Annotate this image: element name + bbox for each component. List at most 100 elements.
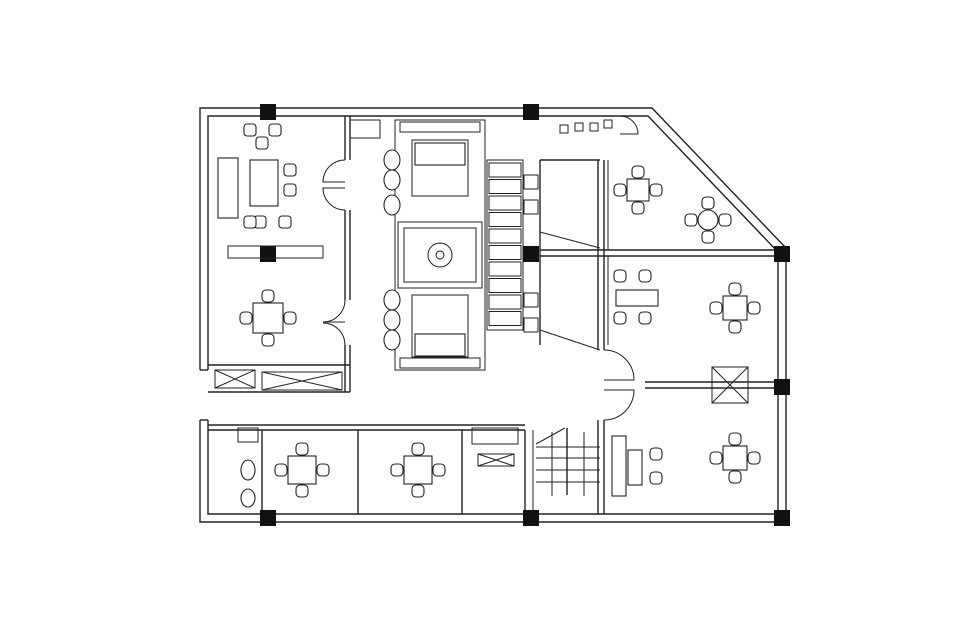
table	[697, 209, 719, 231]
coffee-table	[249, 159, 279, 207]
chair	[316, 463, 330, 477]
chair	[390, 463, 404, 477]
table	[403, 455, 433, 485]
structural-column	[774, 379, 790, 395]
chair	[728, 470, 742, 484]
chair	[432, 463, 446, 477]
chair	[261, 289, 275, 303]
armchair	[278, 215, 292, 229]
shelf	[488, 195, 522, 211]
armchair	[283, 183, 297, 197]
cabinet	[523, 292, 539, 308]
desk-return	[627, 449, 643, 486]
chair	[649, 183, 663, 197]
cabinet	[523, 199, 539, 215]
reception-desk	[611, 435, 627, 497]
bar-stool	[383, 194, 401, 216]
toilet	[240, 488, 256, 508]
shelf	[488, 311, 522, 326]
washbasin	[349, 119, 381, 139]
chair	[295, 484, 309, 498]
bar-stool	[383, 309, 401, 331]
shelf	[488, 212, 522, 227]
chair	[283, 311, 297, 325]
dining-table-set	[390, 442, 446, 498]
dining-table-set	[709, 432, 761, 484]
staircase	[532, 427, 600, 514]
shelf	[488, 162, 522, 178]
table	[626, 178, 650, 202]
chair	[295, 442, 309, 456]
structural-column	[260, 104, 276, 120]
display-item	[574, 122, 584, 132]
table	[252, 302, 284, 334]
chair	[613, 311, 627, 325]
armchair	[243, 215, 257, 229]
dining-table-set	[239, 289, 297, 347]
chair	[649, 447, 663, 461]
dining-table-set	[613, 165, 663, 215]
chair	[239, 311, 253, 325]
display-item	[589, 122, 599, 132]
chair	[613, 269, 627, 283]
sofa	[217, 157, 239, 219]
chair	[728, 282, 742, 296]
armchair	[255, 136, 269, 150]
shelf	[488, 245, 522, 260]
chair	[631, 165, 645, 179]
structural-column	[260, 510, 276, 526]
chair	[728, 432, 742, 446]
central-lounge	[394, 119, 524, 371]
bar-stool	[383, 149, 401, 171]
chair	[638, 311, 652, 325]
shelf	[488, 261, 522, 277]
chair	[261, 333, 275, 347]
display-item	[559, 124, 569, 134]
shelf	[488, 294, 522, 310]
structural-column	[523, 510, 539, 526]
structural-column	[774, 246, 790, 262]
chair	[631, 201, 645, 215]
chair	[274, 463, 288, 477]
display-item	[603, 119, 613, 129]
shelf	[488, 228, 522, 244]
chair	[709, 451, 723, 465]
chair	[747, 451, 761, 465]
dining-table-set	[684, 196, 732, 244]
table	[722, 445, 748, 471]
structural-column	[523, 104, 539, 120]
sink	[237, 427, 259, 443]
chair	[411, 442, 425, 456]
chair	[684, 213, 698, 227]
toilet	[240, 459, 256, 481]
chair	[747, 301, 761, 315]
chair	[718, 213, 732, 227]
dining-table-set	[709, 282, 761, 334]
bar-stool	[383, 289, 401, 311]
shelf	[488, 179, 522, 194]
dining-table-set	[274, 442, 330, 498]
tv-cabinet	[227, 245, 324, 259]
chair	[613, 183, 627, 197]
structural-column	[260, 246, 276, 262]
bar-stool	[383, 329, 401, 351]
structural-column	[523, 246, 539, 262]
chair	[709, 301, 723, 315]
cabinet	[523, 174, 539, 190]
chair	[649, 471, 663, 485]
table	[722, 295, 748, 321]
chair	[701, 230, 715, 244]
cabinet	[523, 317, 539, 333]
meeting-table	[615, 289, 659, 307]
armchair	[268, 123, 282, 137]
structural-column	[774, 510, 790, 526]
chair	[701, 196, 715, 210]
doors	[322, 115, 639, 421]
storage-crates	[214, 366, 749, 467]
table	[287, 455, 317, 485]
chair	[411, 484, 425, 498]
armchair	[243, 123, 257, 137]
chair	[638, 269, 652, 283]
chair	[728, 320, 742, 334]
